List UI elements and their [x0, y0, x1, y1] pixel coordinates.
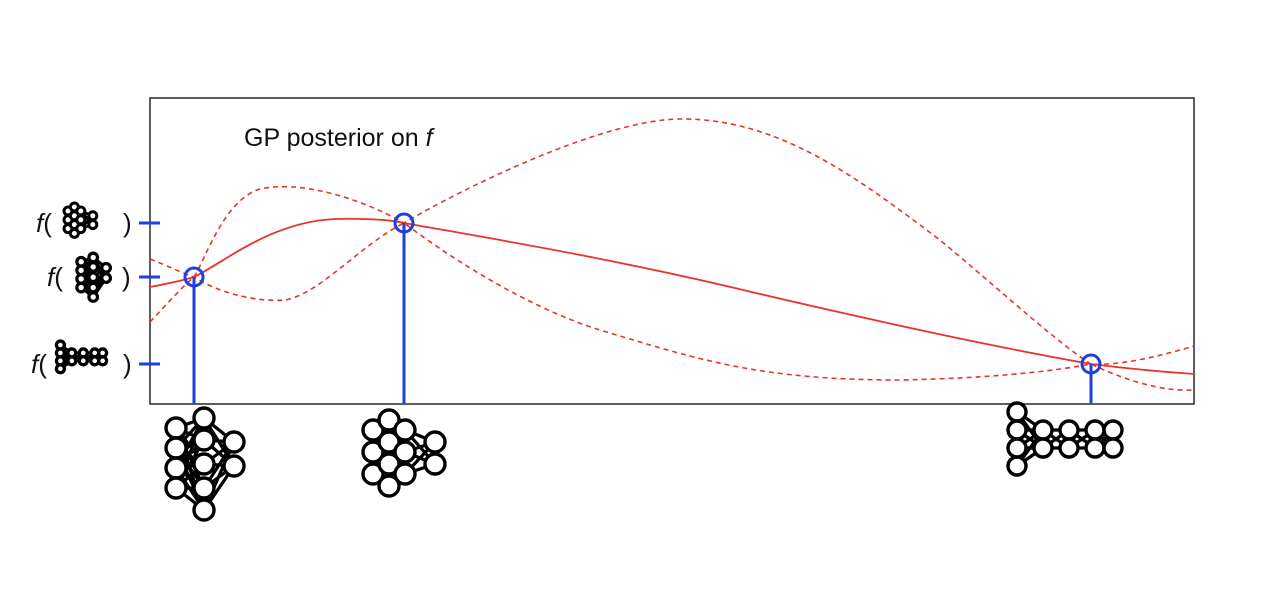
net-node [100, 261, 113, 274]
net-node [1102, 437, 1124, 459]
net-node [100, 272, 113, 284]
net-node [77, 355, 89, 367]
posterior-mean [150, 217, 1194, 375]
net-node [393, 462, 417, 486]
net-node [222, 430, 246, 454]
observation-point-architecture-c [1080, 353, 1102, 375]
net-node [222, 454, 246, 478]
observations [183, 212, 1102, 404]
posterior-upper-band [150, 118, 1194, 366]
observation-point-architecture-b [393, 212, 415, 234]
net-node [1006, 437, 1028, 459]
net-node [423, 430, 447, 454]
net-node [97, 355, 109, 367]
net-node [66, 355, 78, 367]
mini-net-icon-wide [75, 251, 113, 303]
y-label-architecture-c: f( ) [31, 339, 132, 379]
net-node [1058, 437, 1080, 459]
net-icon-architecture-b [361, 408, 447, 498]
net-node [393, 440, 417, 464]
y-axis-ticks [139, 221, 160, 366]
plot-frame [149, 97, 1195, 405]
net-node [54, 363, 67, 375]
net-node [1084, 419, 1106, 441]
net-node [1006, 401, 1028, 423]
net-node [192, 452, 216, 476]
net-node [87, 291, 100, 303]
posterior-curves [150, 118, 1194, 391]
net-node [1084, 437, 1106, 459]
y-label-architecture-a: f( ) [47, 251, 131, 303]
net-node [377, 474, 401, 498]
net-node [87, 210, 99, 222]
net-node [164, 416, 188, 440]
net-node [1032, 437, 1054, 459]
net-node [164, 436, 188, 460]
net-node [192, 498, 216, 522]
net-node [192, 476, 216, 500]
net-node [75, 223, 87, 235]
net-icon-architecture-c [1006, 401, 1124, 477]
net-node [164, 476, 188, 500]
net-node [1006, 455, 1028, 477]
posterior-lower-band [150, 222, 1194, 391]
net-node [87, 281, 100, 294]
observation-point-architecture-a [183, 266, 205, 288]
svg-text:): ) [122, 262, 131, 292]
net-node [393, 418, 417, 442]
y-label-architecture-b: f( ) [36, 201, 132, 239]
mini-net-icon-compact [62, 201, 99, 239]
net-node [87, 260, 100, 273]
svg-text:): ) [123, 208, 132, 238]
net-node [87, 271, 100, 284]
net-node [75, 281, 88, 294]
net-icon-architecture-a [164, 406, 246, 522]
net-node [1006, 419, 1028, 441]
plot-title: GP posterior on f [244, 124, 436, 152]
svg-text:f(: f( [31, 349, 47, 379]
net-node [87, 219, 99, 231]
net-node [1058, 419, 1080, 441]
net-node [75, 214, 87, 226]
net-node [87, 251, 100, 264]
svg-text:f(: f( [47, 262, 63, 292]
svg-text:): ) [123, 349, 132, 379]
net-node [164, 456, 188, 480]
net-node [423, 452, 447, 476]
net-edge [202, 440, 236, 512]
mini-net-icon-deep [54, 339, 109, 375]
net-node [192, 428, 216, 452]
svg-text:f(: f( [36, 208, 52, 238]
net-node [75, 205, 87, 217]
net-node [192, 406, 216, 430]
net-node [1032, 419, 1054, 441]
net-node [1102, 419, 1124, 441]
